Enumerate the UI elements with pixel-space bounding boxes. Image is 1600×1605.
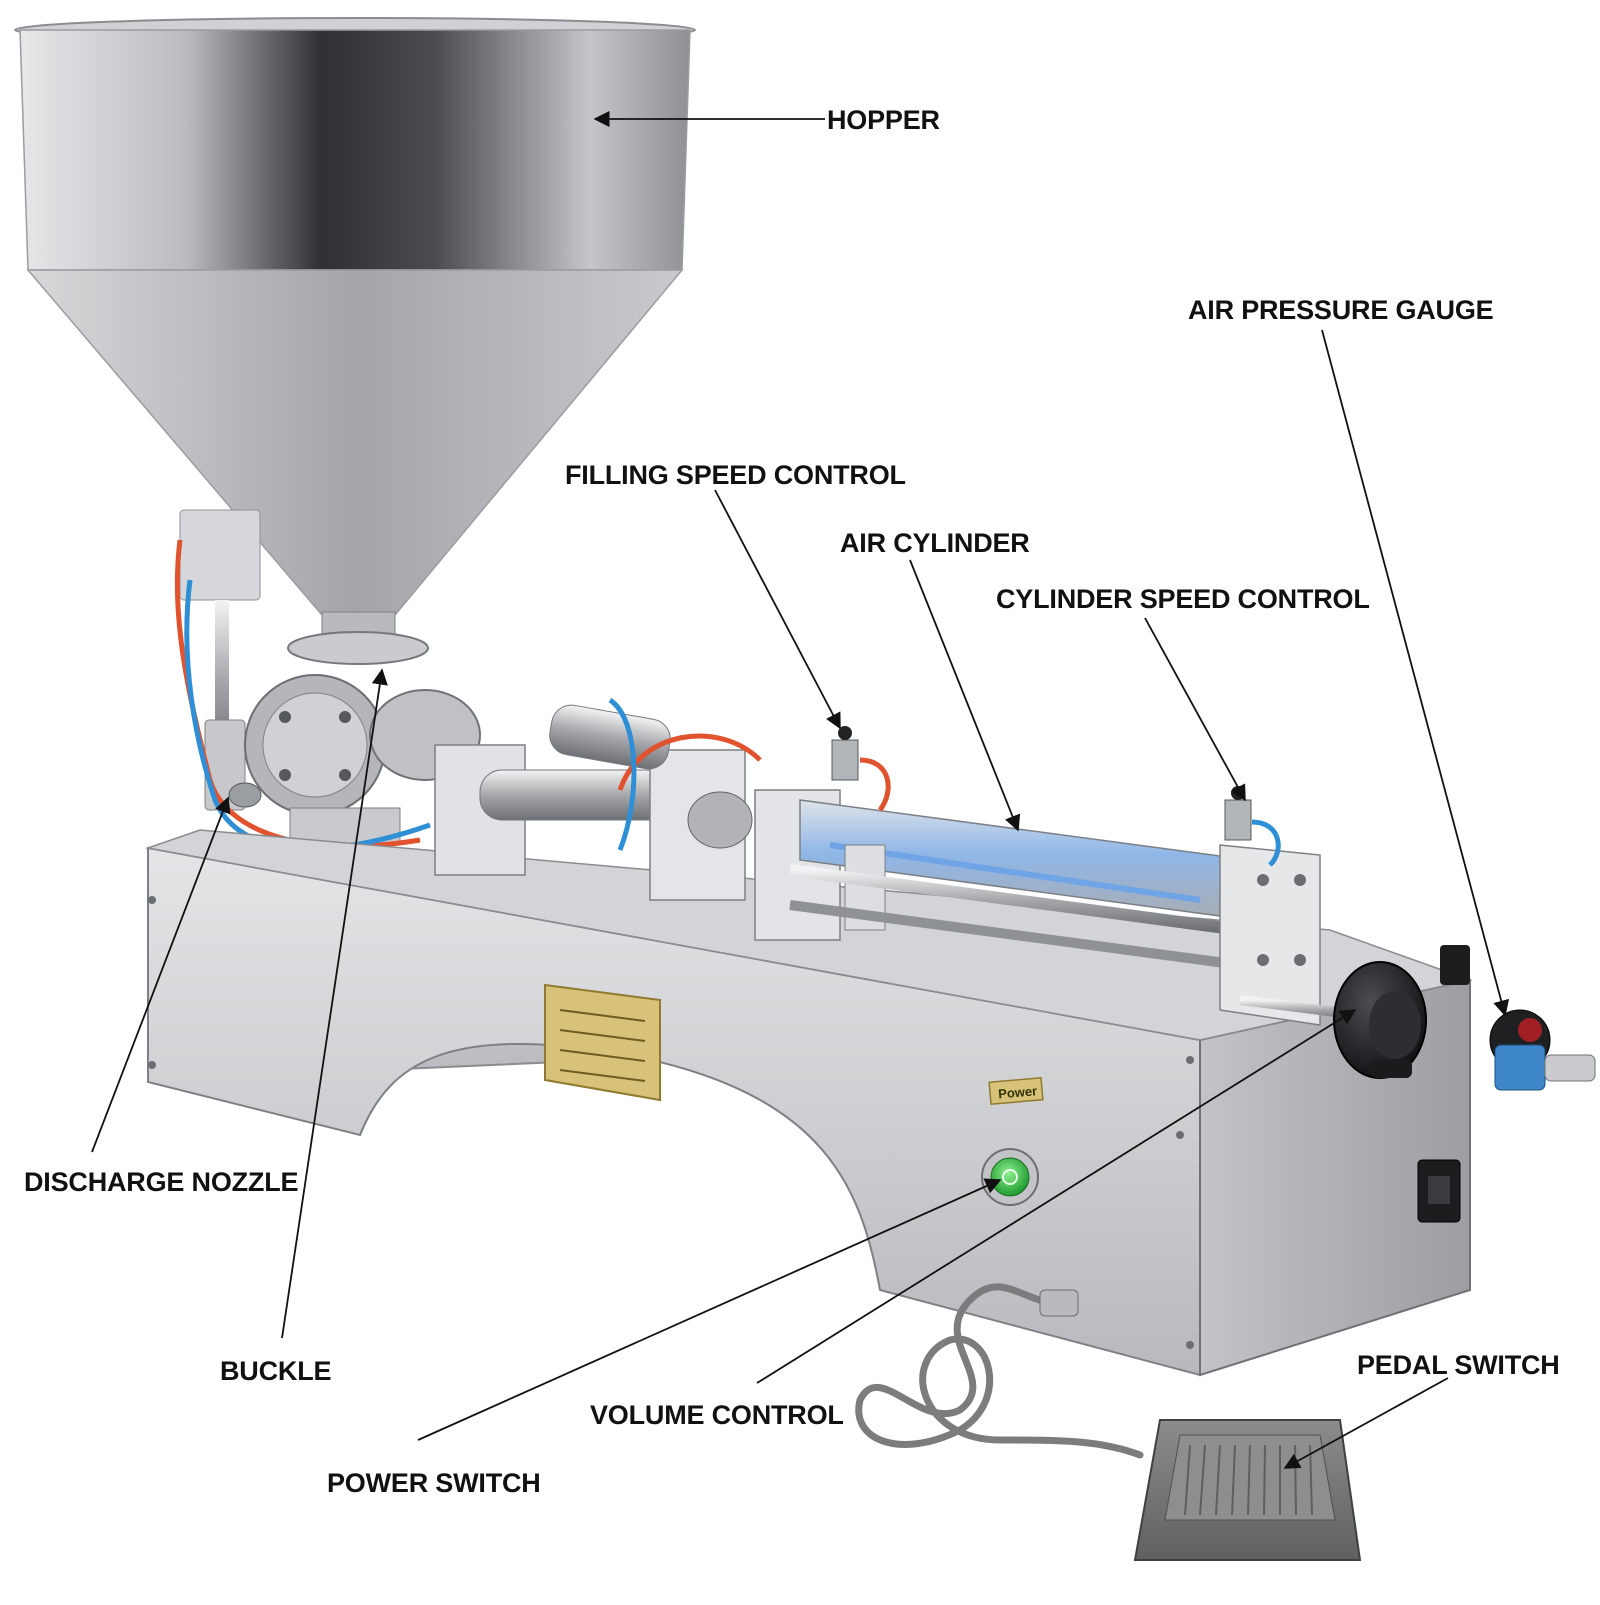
- air-pressure-gauge: [1440, 945, 1596, 1091]
- label-power-switch: POWER SWITCH: [327, 1468, 541, 1498]
- label-cylinder-speed-control: CYLINDER SPEED CONTROL: [996, 584, 1370, 614]
- name-plate: [544, 983, 661, 1102]
- pedal-switch-leader: [1283, 1377, 1449, 1469]
- label-volume-control: VOLUME CONTROL: [590, 1400, 844, 1430]
- volume-control-knob[interactable]: [1333, 961, 1427, 1079]
- power-plate: Power: [988, 1076, 1044, 1106]
- label-air-pressure-gauge: AIR PRESSURE GAUGE: [1188, 295, 1493, 325]
- piston-rail: [434, 697, 762, 901]
- hopper: [14, 17, 696, 665]
- power-switch-leader: [417, 1178, 1002, 1441]
- pedal-switch: [1133, 1419, 1362, 1561]
- filling-speed-control-leader: [714, 489, 841, 730]
- label-buckle: BUCKLE: [220, 1356, 331, 1386]
- buckle-leader: [281, 668, 388, 1339]
- label-pedal-switch: PEDAL SWITCH: [1357, 1350, 1560, 1380]
- pedal-cable: [855, 1283, 1144, 1459]
- machine-illustration: Power: [14, 17, 1596, 1561]
- leader-lines: [91, 110, 1510, 1469]
- air-cylinder-leader: [909, 559, 1021, 832]
- power-plate-text: Power: [998, 1083, 1038, 1101]
- air-cylinder: [754, 726, 1401, 1026]
- discharge-nozzle-leader: [91, 796, 231, 1153]
- label-air-cylinder: AIR CYLINDER: [840, 528, 1030, 558]
- label-hopper: HOPPER: [827, 105, 940, 135]
- volume-control-leader: [756, 1009, 1357, 1384]
- air-pressure-gauge-leader: [1321, 329, 1510, 1017]
- callout-labels: HOPPER AIR PRESSURE GAUGE FILLING SPEED …: [24, 105, 1560, 1498]
- cylinder-speed-control-leader: [1144, 617, 1246, 802]
- label-discharge-nozzle: DISCHARGE NOZZLE: [24, 1167, 298, 1197]
- power-button[interactable]: [981, 1148, 1039, 1206]
- label-filling-speed-control: FILLING SPEED CONTROL: [565, 460, 906, 490]
